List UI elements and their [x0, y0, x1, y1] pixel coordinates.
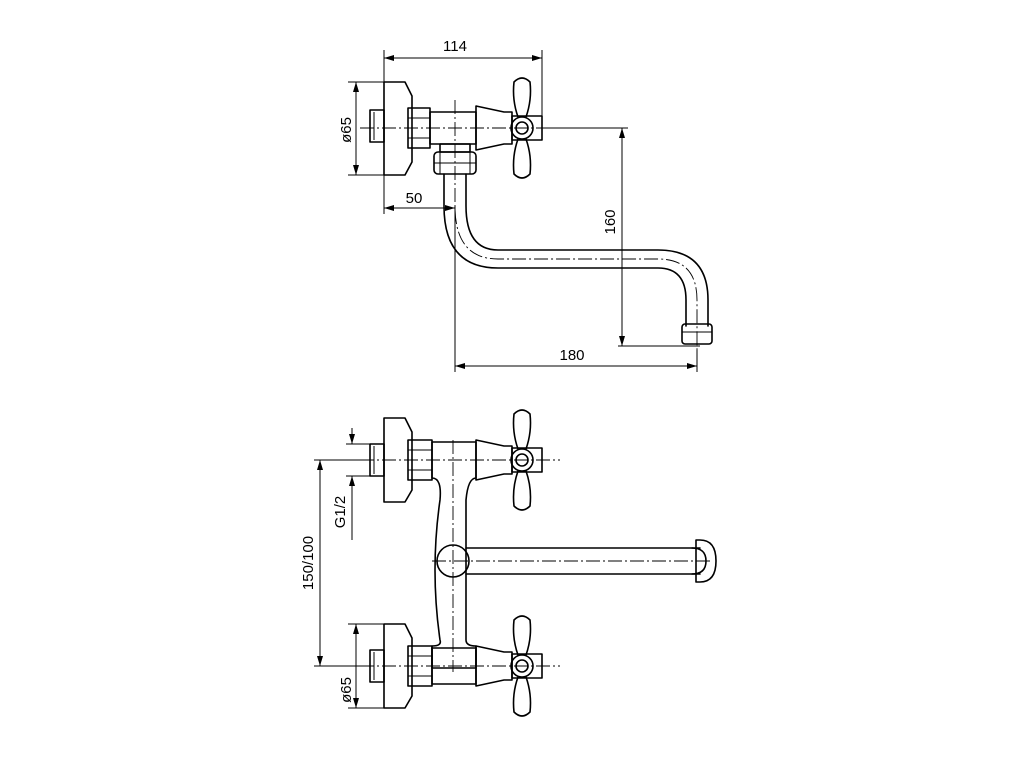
- dim-centre-distance: 150/100: [300, 459, 370, 667]
- dim-thread: G1/2: [332, 428, 370, 540]
- side-spout: [443, 173, 713, 345]
- side-view: 114 ø65 50 160: [338, 38, 713, 372]
- dim-diameter-bottom: ø65: [338, 623, 384, 709]
- dim-diameter-top-label: ø65: [338, 117, 355, 143]
- front-view: G1/2 150/100 ø65: [300, 409, 717, 717]
- dim-50-label: 50: [406, 190, 423, 207]
- dim-diameter-top: ø65: [338, 81, 384, 176]
- dim-114: 114: [383, 38, 543, 116]
- side-cross-handle: [512, 77, 532, 179]
- front-bottom-valve: [360, 615, 560, 717]
- dim-50: 50: [383, 175, 456, 214]
- dim-114-label: 114: [443, 38, 467, 55]
- dim-diameter-bottom-label: ø65: [338, 677, 355, 703]
- dim-180-label: 180: [559, 347, 584, 364]
- dim-thread-label: G1/2: [332, 496, 349, 529]
- side-wall-flange: [369, 81, 413, 176]
- side-centerlines: [360, 100, 698, 358]
- front-spout: [432, 539, 717, 583]
- dim-180: 180: [454, 214, 698, 372]
- front-central-body: [431, 440, 477, 672]
- dim-160-label: 160: [602, 209, 619, 234]
- front-top-valve: [360, 409, 560, 511]
- dim-160: 160: [542, 127, 700, 347]
- dim-centre-distance-label: 150/100: [300, 536, 317, 590]
